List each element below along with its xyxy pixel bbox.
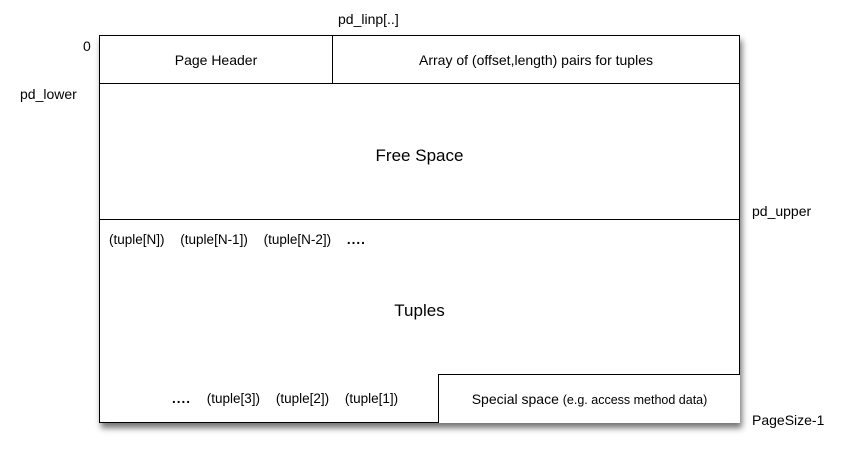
- pd-upper-label: pd_upper: [752, 203, 812, 219]
- pd-lower-label: pd_lower: [20, 86, 77, 102]
- special-space-text: Special space (e.g. access method data): [439, 391, 740, 407]
- header-bottom-line: [100, 83, 739, 84]
- pagesize-label: PageSize-1: [752, 412, 825, 428]
- page-layout-box: Page Header Array of (offset,length) pai…: [99, 35, 740, 423]
- tuples-label: Tuples: [394, 301, 445, 320]
- pd-linp-label: pd_linp[..]: [338, 11, 399, 27]
- tuple-item: (tuple[N-1]): [180, 232, 248, 247]
- free-space-bottom-line: [100, 219, 739, 220]
- line-pointer-array-cell: Array of (offset,length) pairs for tuple…: [419, 52, 653, 68]
- tuple-item: (tuple[N]): [109, 232, 165, 247]
- header-divider: [332, 36, 333, 83]
- free-space-label: Free Space: [375, 146, 464, 165]
- special-space-label: Special space: [471, 391, 559, 407]
- tuple-item: (tuple[1]): [344, 391, 399, 406]
- tuples-top-row: (tuple[N]) (tuple[N-1]) (tuple[N-2]) ...…: [109, 232, 378, 247]
- tuple-item: (tuple[3]): [206, 391, 261, 406]
- page-header-cell: Page Header: [174, 52, 258, 68]
- tuples-bottom-row: .... (tuple[3]) (tuple[2]) (tuple[1]): [172, 391, 410, 406]
- special-space-box: Special space (e.g. access method data): [438, 374, 740, 423]
- tuple-item: (tuple[2]): [275, 391, 330, 406]
- ellipsis: ....: [172, 391, 192, 406]
- offset-zero-label: 0: [83, 38, 91, 54]
- special-space-detail: (e.g. access method data): [562, 393, 708, 407]
- ellipsis: ....: [346, 232, 366, 247]
- tuple-item: (tuple[N-2]): [263, 232, 332, 247]
